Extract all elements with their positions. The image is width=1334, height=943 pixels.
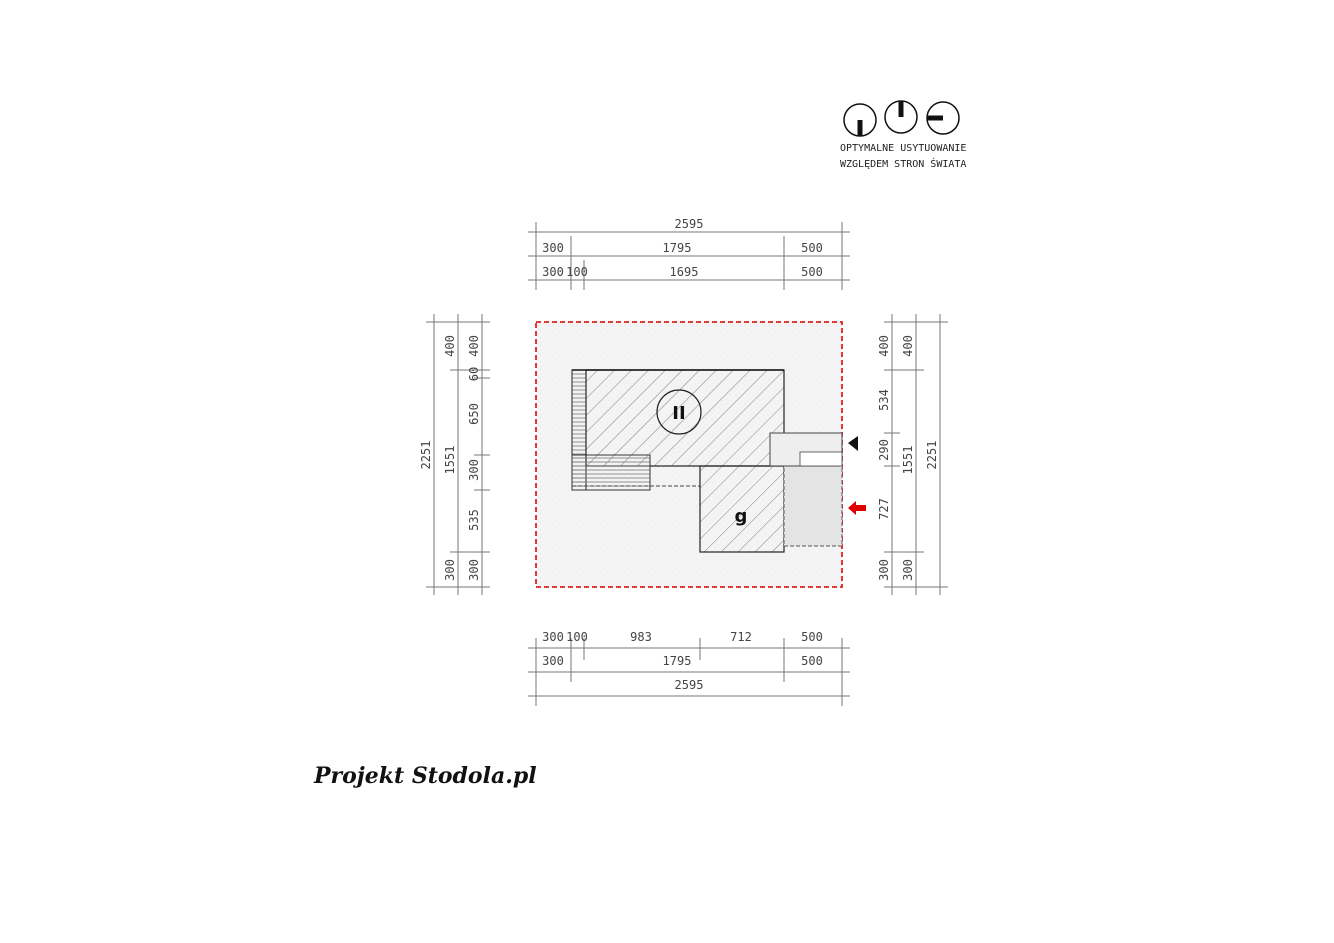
top-dim: 500 [801, 241, 823, 255]
car-entry-arrow-icon [848, 501, 866, 515]
left-dim: 535 [467, 509, 481, 531]
orientation-line-1: OPTYMALNE USYTUOWANIE [840, 143, 966, 154]
right-dim: 727 [877, 498, 891, 520]
bottom-dim: 100 [566, 630, 588, 644]
right-dim: 300 [877, 559, 891, 581]
left-dim: 650 [467, 403, 481, 425]
right-overall-dim: 2251 [925, 441, 939, 470]
bottom-dim: 983 [630, 630, 652, 644]
top-dimensions: 2595 300 1795 500 300 100 1695 500 [528, 217, 850, 290]
pedestrian-entry-icon [848, 436, 858, 451]
right-dimensions: 400 534 290 727 300 400 1551 300 2251 [877, 314, 948, 595]
bottom-dim: 300 [542, 630, 564, 644]
right-dim: 534 [877, 389, 891, 411]
top-dim: 500 [801, 265, 823, 279]
top-overall-dim: 2595 [675, 217, 704, 231]
orientation-line-2: WZGLĘDEM STRON ŚWIATA [840, 157, 966, 170]
compass-west-icon [926, 101, 960, 135]
logo: Projekt Stodola.pl [313, 763, 537, 789]
orientation-legend: OPTYMALNE USYTUOWANIE WZGLĘDEM STRON ŚWI… [840, 100, 966, 170]
left-mid-dim: 1551 [443, 446, 457, 475]
left-dim: 400 [443, 335, 457, 357]
left-dim: 300 [467, 559, 481, 581]
top-dim: 300 [542, 265, 564, 279]
house-building: II [571, 369, 785, 491]
right-dim: 300 [901, 559, 915, 581]
top-dim: 1695 [670, 265, 699, 279]
right-dim: 400 [901, 335, 915, 357]
garage-mark: g [735, 506, 748, 527]
right-dim: 400 [877, 335, 891, 357]
bottom-dim: 300 [542, 654, 564, 668]
driveway [769, 432, 843, 547]
bottom-dim: 500 [801, 630, 823, 644]
top-dim: 100 [566, 265, 588, 279]
left-overall-dim: 2251 [419, 441, 433, 470]
house-mark: II [672, 403, 685, 424]
right-mid-dim: 1551 [901, 446, 915, 475]
top-dim: 300 [542, 241, 564, 255]
left-dim: 300 [467, 459, 481, 481]
left-dimensions: 2251 1551 400 300 400 60 650 300 535 300 [419, 314, 490, 595]
left-dim: 400 [467, 335, 481, 357]
left-dim: 60 [467, 367, 481, 381]
bottom-overall-dim: 2595 [675, 678, 704, 692]
compass-north-icon [884, 100, 918, 134]
top-dim: 1795 [663, 241, 692, 255]
bottom-dim: 500 [801, 654, 823, 668]
bottom-dim: 712 [730, 630, 752, 644]
compass-south-icon [843, 103, 877, 137]
bottom-dim: 1795 [663, 654, 692, 668]
right-dim: 290 [877, 439, 891, 461]
garage-building: g [699, 465, 785, 553]
left-dim: 300 [443, 559, 457, 581]
bottom-dimensions: 300 100 983 712 500 300 1795 500 2595 [528, 630, 850, 706]
